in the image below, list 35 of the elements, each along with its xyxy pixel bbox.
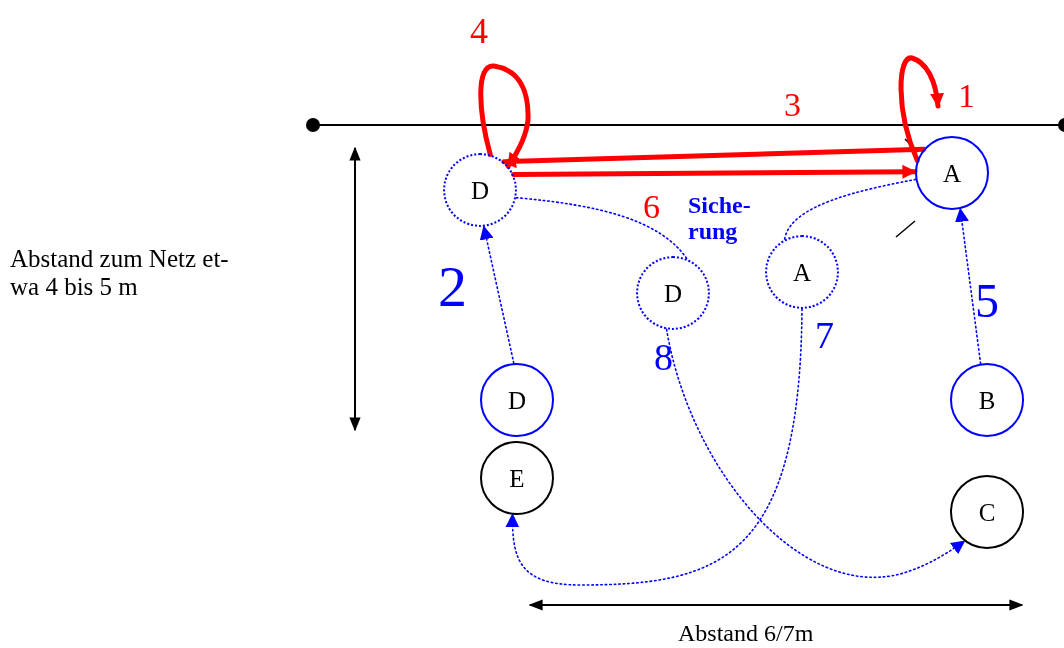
player-letter: B xyxy=(978,387,996,413)
distance-label: Abstand zum Netz et- wa 4 bis 5 m xyxy=(10,245,230,300)
step-number: 1 xyxy=(958,77,975,115)
player-letter: D xyxy=(663,280,683,306)
player-letter: D xyxy=(507,387,527,413)
distance-label: Abstand 6/7m xyxy=(678,620,814,647)
annotation-text: Siche- rung xyxy=(688,192,752,245)
step-number: 3 xyxy=(784,86,801,124)
step-number: 5 xyxy=(975,275,999,328)
player-circle xyxy=(480,363,554,437)
step-number: 6 xyxy=(643,188,660,226)
player-circle xyxy=(915,136,989,210)
player-letter: E xyxy=(509,465,525,491)
position-circle xyxy=(443,153,517,227)
run-arrow xyxy=(501,146,927,169)
step-number: 4 xyxy=(470,12,488,52)
position-circle xyxy=(636,256,710,330)
path-arrow xyxy=(479,225,515,364)
path-arrow xyxy=(955,207,982,365)
path-arrow xyxy=(505,308,803,586)
run-arrow xyxy=(898,55,944,163)
player-circle xyxy=(950,475,1024,549)
player-letter: A xyxy=(942,160,962,186)
player-letter: D xyxy=(470,177,490,203)
run-arrow xyxy=(511,164,918,179)
player-letter: C xyxy=(978,499,996,525)
player-circle xyxy=(480,441,554,515)
position-circle xyxy=(765,235,839,309)
player-circle xyxy=(950,363,1024,437)
step-number: 8 xyxy=(654,337,673,379)
player-letter: A xyxy=(792,259,812,285)
step-number: 2 xyxy=(438,255,467,319)
path-arrow xyxy=(665,328,966,579)
step-number: 7 xyxy=(815,315,834,357)
run-arrow xyxy=(478,63,531,169)
